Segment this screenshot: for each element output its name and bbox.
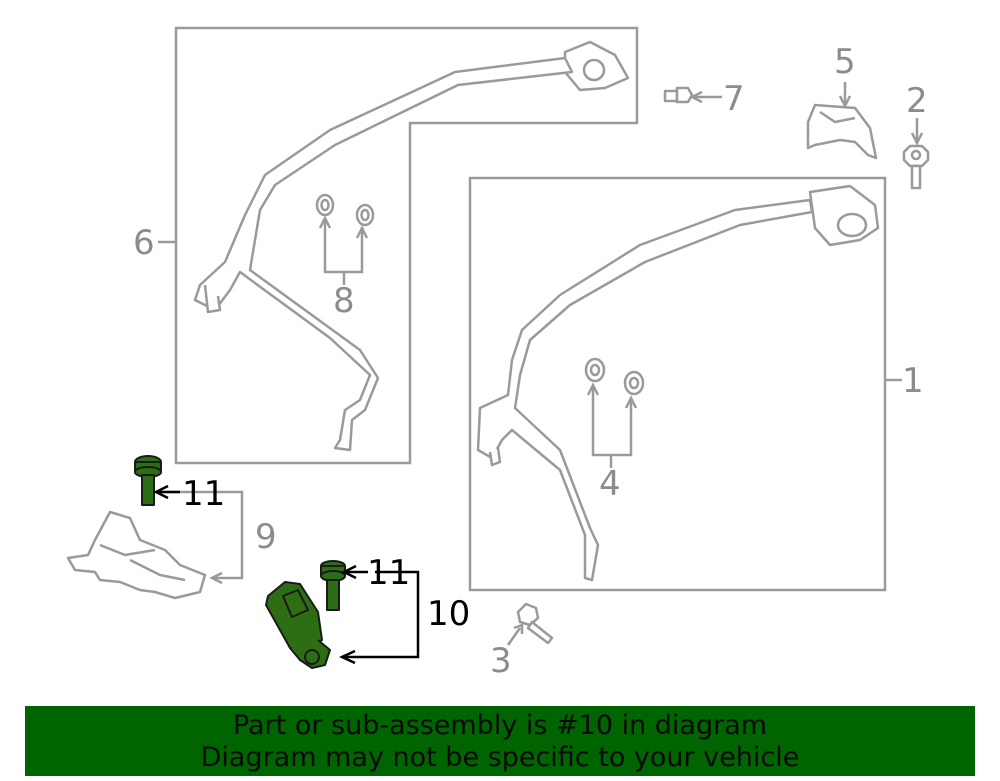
callout-11-upper: 11 [182, 474, 225, 514]
part-11-bolt-lower [320, 560, 368, 611]
part-4-nuts [584, 357, 645, 468]
part-6-frame [174, 26, 639, 465]
banner-line-1: Part or sub-assembly is #10 in diagram [232, 710, 768, 741]
notice-banner: Part or sub-assembly is #10 in diagram D… [25, 706, 975, 776]
part-6-belt [193, 40, 630, 452]
callout-1: 1 [902, 361, 924, 401]
part-3-bolt [506, 602, 554, 646]
part-5-cover [806, 82, 878, 160]
callout-5: 5 [834, 42, 856, 82]
callout-8: 8 [333, 281, 355, 321]
part-11-bolt-upper [134, 455, 180, 506]
part-7-bolt [663, 86, 722, 104]
callout-10: 10 [427, 594, 470, 634]
part-1-frame [468, 176, 887, 592]
part-9-cover [66, 490, 244, 600]
part-8-nuts [315, 193, 375, 285]
callout-4: 4 [599, 464, 621, 504]
callout-11-lower: 11 [367, 553, 410, 593]
part-10-buckle [265, 570, 420, 669]
callout-2: 2 [906, 81, 928, 121]
part-1-belt [476, 184, 880, 582]
callout-7: 7 [723, 79, 745, 119]
banner-line-2: Diagram may not be specific to your vehi… [200, 742, 800, 773]
callout-6: 6 [133, 223, 155, 263]
parts-diagram: 1 2 3 4 5 6 7 8 9 10 11 11 [66, 26, 930, 681]
part-2-bolt [902, 118, 930, 190]
callout-3: 3 [490, 641, 512, 681]
callout-9: 9 [255, 517, 277, 557]
